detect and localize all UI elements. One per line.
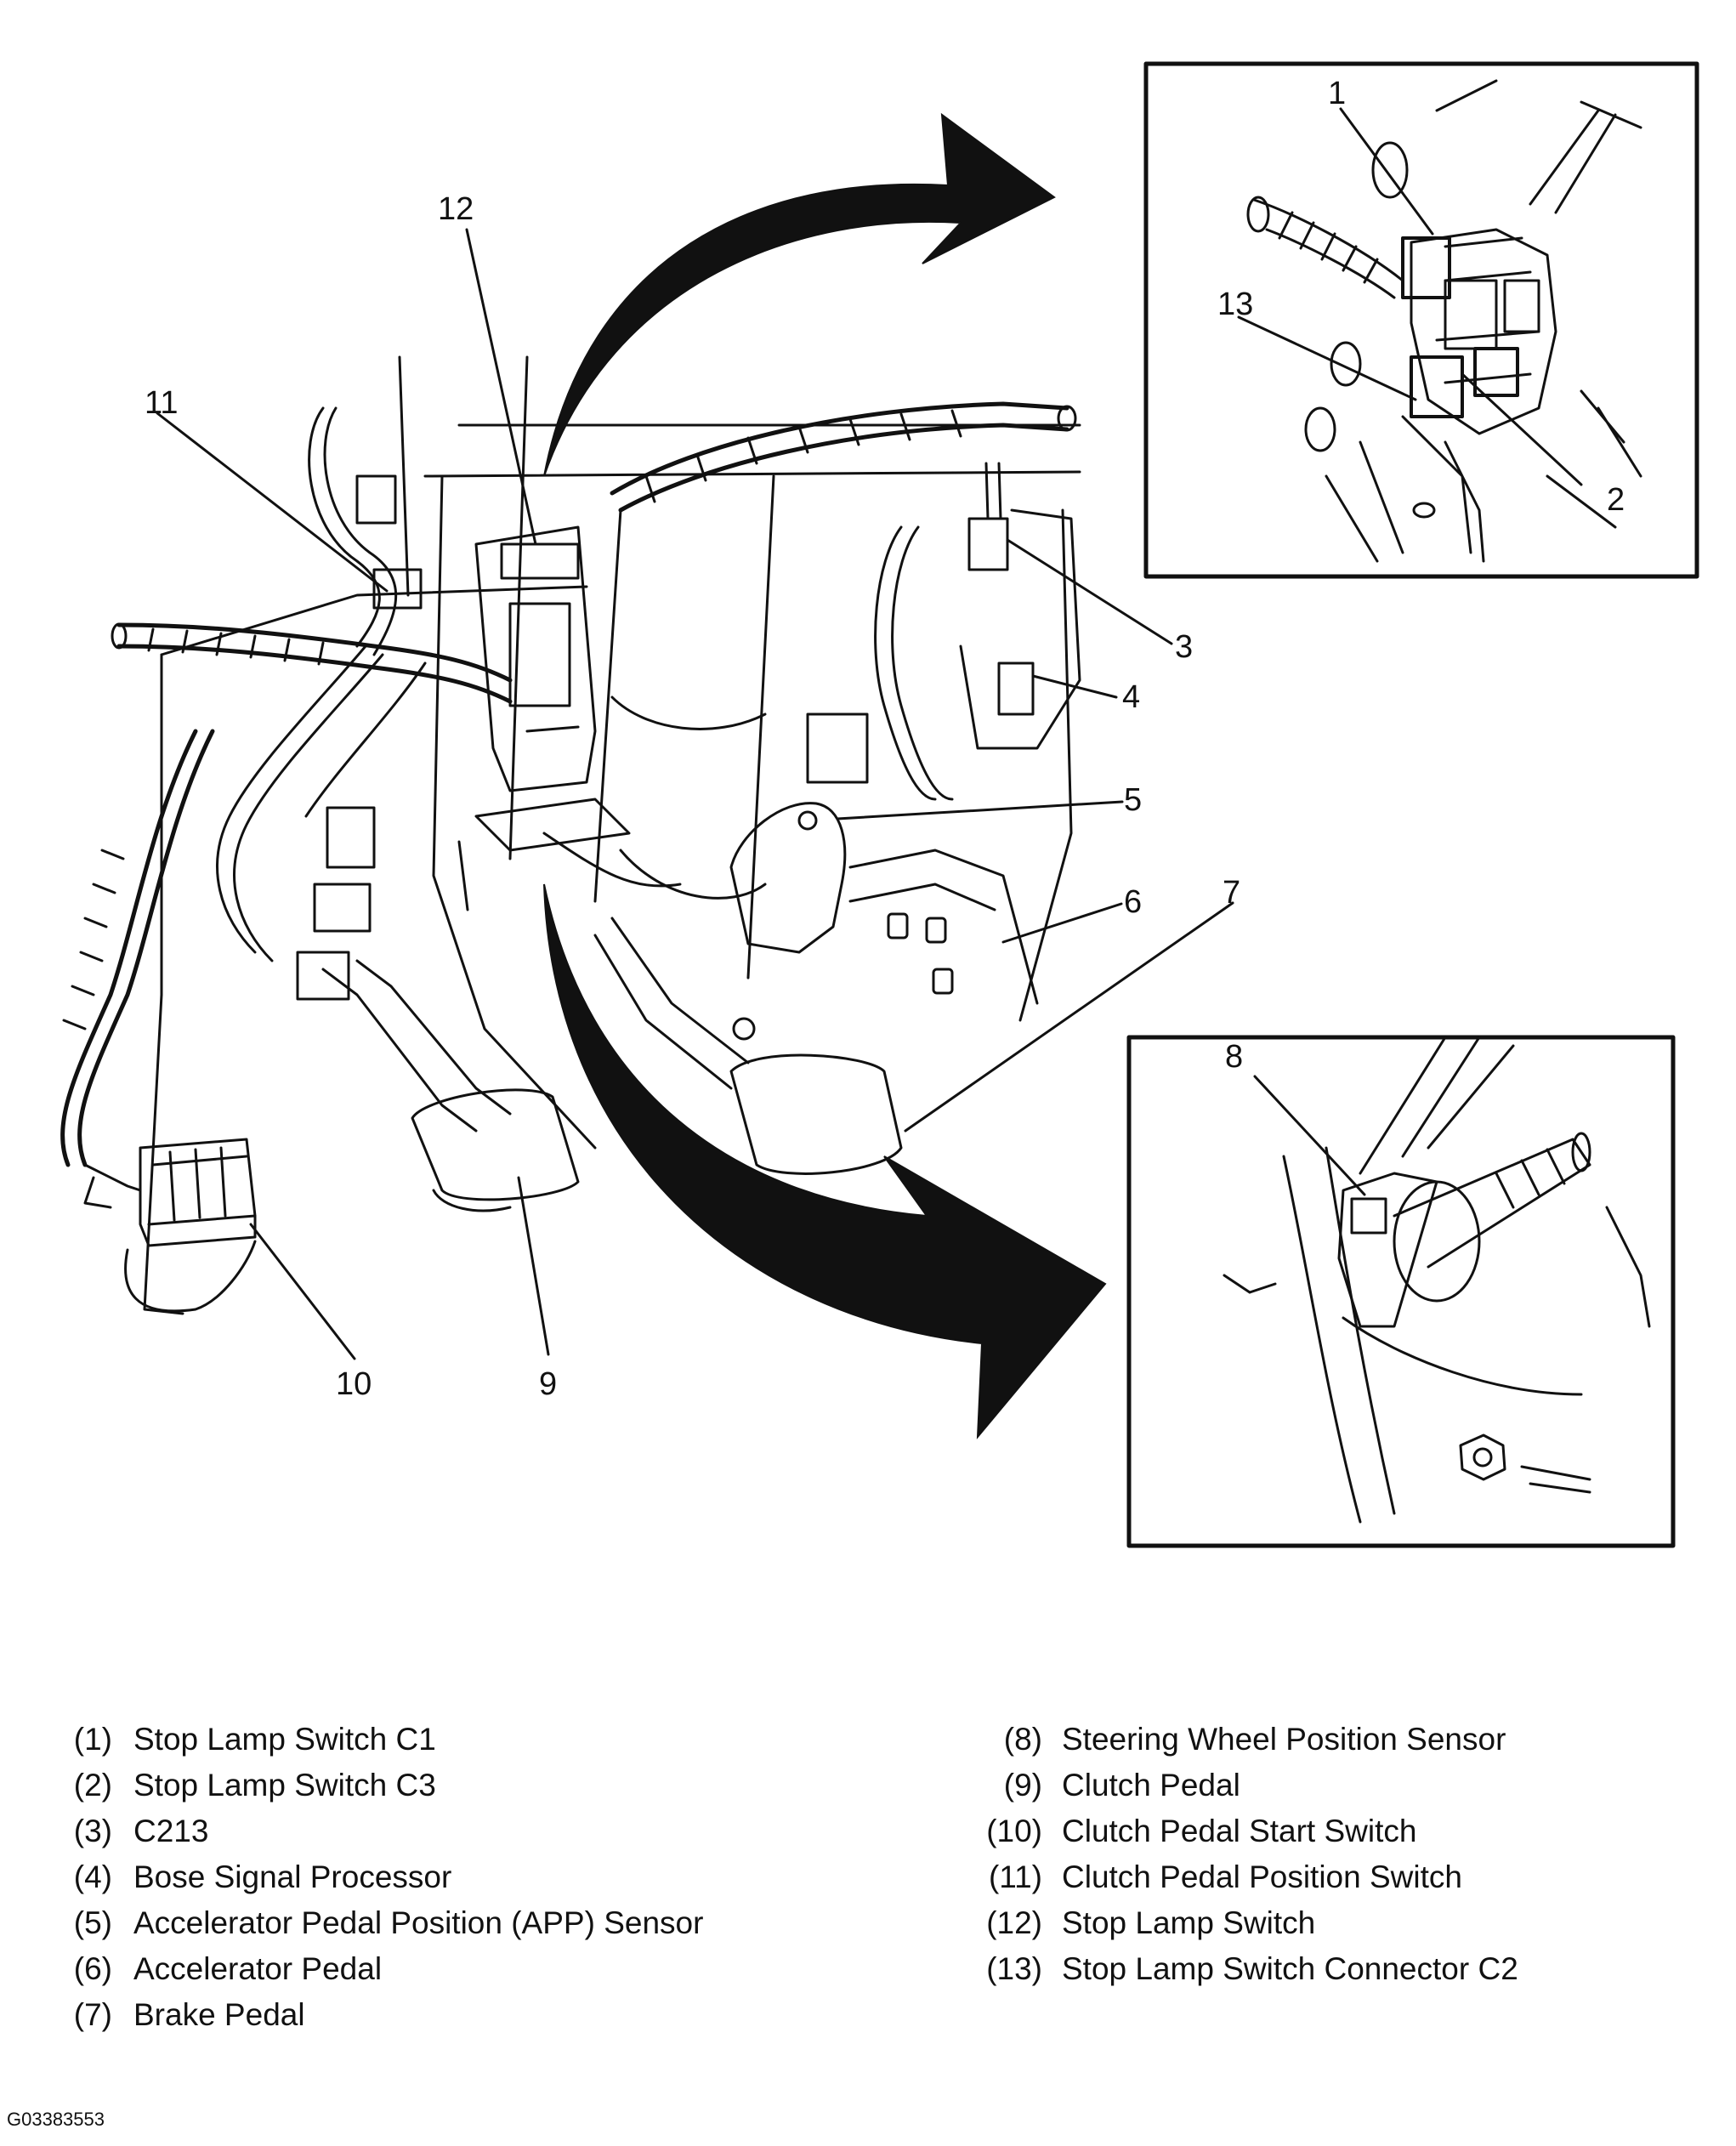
legend-item: (13) Stop Lamp Switch Connector C2 (974, 1951, 1518, 1987)
legend-item: (11) Clutch Pedal Position Switch (974, 1859, 1462, 1895)
callout-12: 12 (438, 191, 474, 227)
legend-label: C213 (133, 1814, 209, 1848)
legend-item: (8) Steering Wheel Position Sensor (974, 1722, 1506, 1757)
legend-label: Accelerator Pedal Position (APP) Sensor (133, 1905, 704, 1940)
callout-13: 13 (1217, 287, 1253, 322)
legend-number: (1) (73, 1722, 112, 1757)
legend-item: (10) Clutch Pedal Start Switch (974, 1814, 1416, 1849)
legend-label: Clutch Pedal Position Switch (1062, 1859, 1462, 1894)
legend-item: (6) Accelerator Pedal (60, 1951, 382, 1987)
legend-label: Stop Lamp Switch C1 (133, 1722, 436, 1757)
callout-9: 9 (539, 1366, 557, 1402)
legend-label: Stop Lamp Switch C3 (133, 1768, 436, 1803)
callout-4: 4 (1122, 679, 1140, 715)
legend-label: Stop Lamp Switch (1062, 1905, 1316, 1940)
callout-2: 2 (1607, 482, 1625, 518)
legend-item: (2) Stop Lamp Switch C3 (60, 1768, 436, 1803)
callout-8: 8 (1225, 1039, 1243, 1075)
callout-11: 11 (145, 385, 178, 421)
legend-item: (12) Stop Lamp Switch (974, 1905, 1315, 1941)
legend-number: (6) (73, 1951, 112, 1986)
clutch-pedal-position-switch-connector (372, 568, 423, 610)
legend-item: (9) Clutch Pedal (974, 1768, 1240, 1803)
callout-10: 10 (336, 1366, 372, 1402)
legend-number: (8) (1003, 1722, 1042, 1757)
figure-id: G03383553 (7, 2109, 105, 2130)
callout-3: 3 (1175, 629, 1193, 665)
legend-label: Brake Pedal (133, 1997, 305, 2032)
legend-number: (2) (73, 1768, 112, 1803)
legend-label: Steering Wheel Position Sensor (1062, 1722, 1506, 1757)
legend-item: (4) Bose Signal Processor (60, 1859, 452, 1895)
legend-label: Clutch Pedal Start Switch (1062, 1814, 1417, 1848)
legend-item: (7) Brake Pedal (60, 1997, 305, 2033)
curved-arrow-upper-icon (543, 112, 1056, 477)
legend-item: (5) Accelerator Pedal Position (APP) Sens… (60, 1905, 704, 1941)
legend-number: (7) (73, 1997, 112, 2032)
legend-label: Bose Signal Processor (133, 1859, 452, 1894)
legend-label: Accelerator Pedal (133, 1951, 383, 1986)
legend-label: Clutch Pedal (1062, 1768, 1240, 1803)
legend-number: (4) (73, 1859, 112, 1894)
legend-number: (13) (986, 1951, 1042, 1986)
callout-7: 7 (1223, 875, 1240, 911)
legend-number: (10) (986, 1814, 1042, 1848)
legend-number: (5) (73, 1905, 112, 1940)
legend-item: (3) C213 (60, 1814, 209, 1849)
curved-arrow-lower-icon (543, 883, 1107, 1439)
legend-number: (9) (1003, 1768, 1042, 1803)
pedal-assembly-diagram: 1 2 3 4 5 6 7 8 9 10 11 12 13 (60, 61, 1699, 1548)
callout-leaders (156, 107, 1583, 1360)
callout-6: 6 (1124, 884, 1142, 920)
legend-number: (12) (986, 1905, 1042, 1940)
callout-1: 1 (1328, 76, 1346, 111)
detail-inset-stop-lamp-switch (1143, 61, 1699, 579)
legend-item: (1) Stop Lamp Switch C1 (60, 1722, 436, 1757)
legend-number: (3) (73, 1814, 112, 1848)
detail-inset-steering-wheel-position-sensor (1126, 1035, 1676, 1548)
callout-5: 5 (1124, 782, 1142, 818)
main-pedal-assembly (60, 355, 1081, 1315)
legend-label: Stop Lamp Switch Connector C2 (1062, 1951, 1518, 1986)
legend-number: (11) (988, 1859, 1042, 1894)
